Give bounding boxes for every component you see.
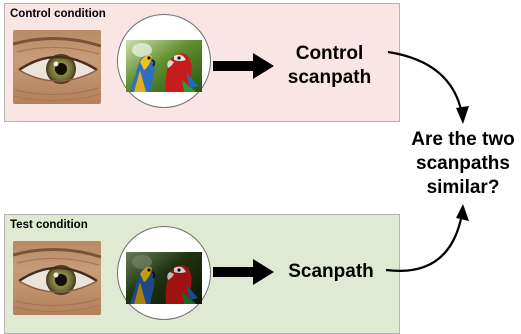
parrots-image-test: [126, 252, 202, 304]
stimulus-lens-control: [117, 14, 211, 108]
similarity-question-line3: similar?: [426, 176, 500, 198]
control-condition-title: Control condition: [10, 8, 106, 20]
test-condition-title: Test condition: [10, 219, 88, 231]
control-scanpath-label-line2: scanpath: [287, 66, 372, 88]
arrow-to-test-scanpath: [213, 259, 274, 285]
eye-photo-control: [13, 30, 101, 104]
control-scanpath-label-line1: Control: [295, 43, 364, 64]
parrots-image-control: [126, 40, 202, 92]
control-condition-panel: Control condition: [4, 3, 400, 122]
similarity-question-line1: Are the two: [411, 129, 515, 150]
curved-arrow-control-to-question: [387, 50, 469, 124]
similarity-question-line2: scanpaths: [416, 152, 510, 174]
test-condition-panel: Test condition: [4, 214, 400, 334]
eye-photo-test: [13, 241, 101, 315]
stimulus-lens-test: [117, 226, 211, 320]
test-scanpath-label: Scanpath: [288, 261, 374, 282]
similarity-question: Are the two scanpaths similar?: [406, 128, 520, 199]
control-scanpath-label: Control scanpath: [277, 42, 382, 90]
arrow-to-control-scanpath: [213, 53, 274, 79]
